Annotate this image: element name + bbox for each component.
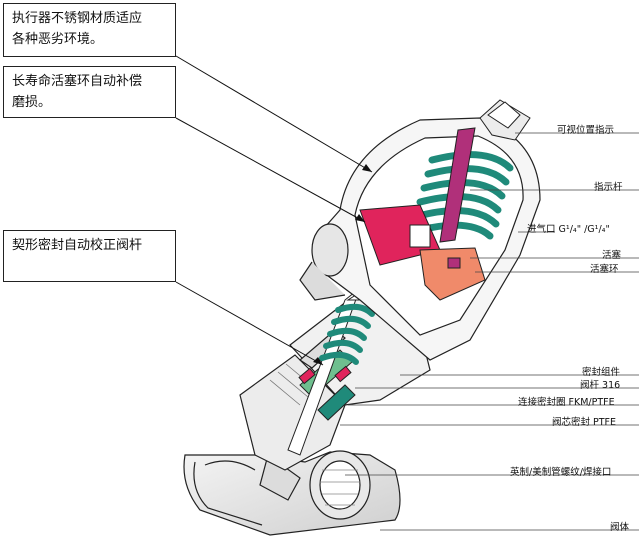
label-plug-seal: 阀芯密封 PTFE bbox=[552, 417, 617, 428]
callout-line: 执行器不锈钢材质适应 bbox=[12, 11, 143, 26]
callout-line: 长寿命活塞环自动补偿 bbox=[12, 74, 143, 89]
label-valve-body: 阀体 bbox=[610, 522, 630, 533]
label-stem-316: 阀杆 316 bbox=[580, 380, 621, 391]
label-leaders bbox=[340, 132, 639, 531]
piston bbox=[359, 204, 486, 301]
callout-line: 各种恶劣环境。 bbox=[12, 32, 104, 47]
indicator-stem bbox=[439, 99, 531, 243]
callout-line: 契形密封自动校正阀杆 bbox=[12, 238, 143, 253]
callout-wedge-seal: 契形密封自动校正阀杆 bbox=[3, 230, 176, 282]
label-indicator-stem: 指示杆 bbox=[594, 182, 623, 193]
label-air-inlet: 进气口 G¹/₄" /G¹/₄" bbox=[527, 224, 610, 235]
valve-body bbox=[183, 450, 401, 536]
label-position-indicator: 可视位置指示 bbox=[557, 125, 615, 136]
lower-spring bbox=[319, 303, 375, 365]
callout-line: 磨损。 bbox=[12, 95, 52, 110]
label-connection-seal: 连接密封圈 FKM/PTFE bbox=[518, 397, 615, 408]
label-thread-weld: 英制/美制管螺纹/焊接口 bbox=[510, 467, 612, 478]
callout-actuator-material: 执行器不锈钢材质适应 各种恶劣环境。 bbox=[3, 3, 176, 57]
callout-leaders bbox=[175, 55, 373, 366]
label-seal-assembly: 密封组件 bbox=[582, 367, 621, 378]
callout-piston-ring: 长寿命活塞环自动补偿 磨损。 bbox=[3, 66, 176, 118]
label-piston-ring: 活塞环 bbox=[590, 264, 619, 275]
label-piston: 活塞 bbox=[602, 250, 622, 261]
callout-arrowheads bbox=[313, 164, 372, 365]
